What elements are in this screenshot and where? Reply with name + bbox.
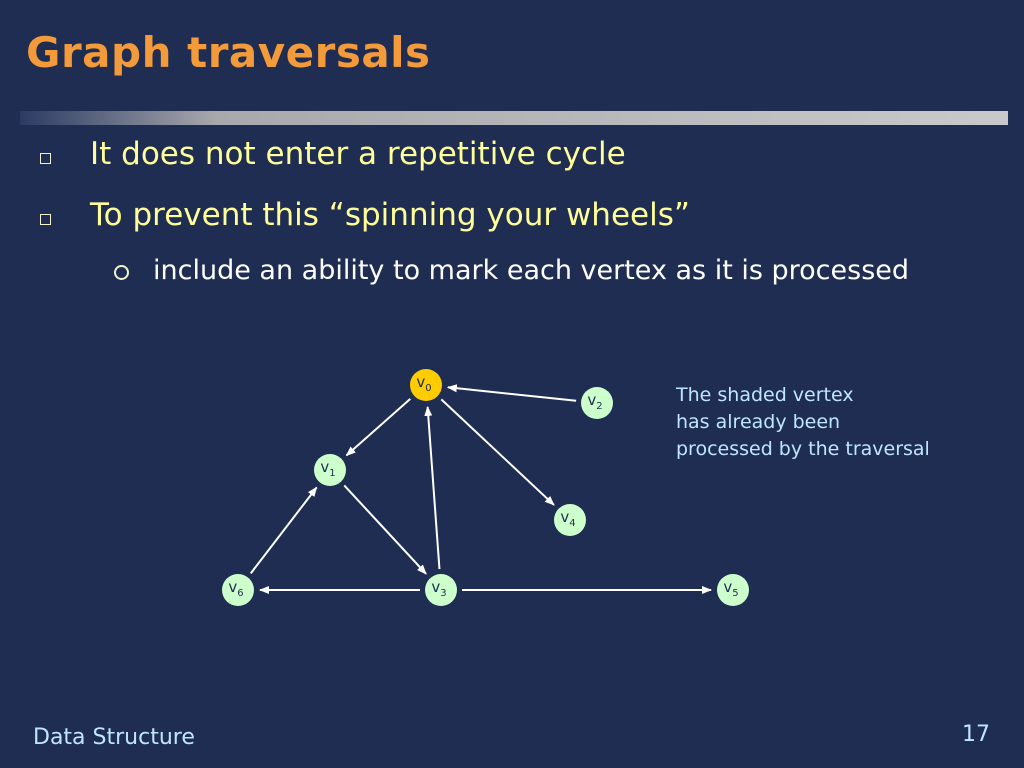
caption-line: processed by the traversal: [676, 438, 930, 460]
footer-course-name: Data Structure: [33, 725, 195, 750]
bullet-item: To prevent this “spinning your wheels”: [90, 197, 690, 233]
edge-v0-v4: [440, 398, 555, 506]
title-divider: [20, 111, 1008, 125]
vertex-v0: v0: [410, 369, 442, 401]
square-bullet-icon: [40, 214, 51, 225]
vertex-v3: v3: [425, 574, 457, 606]
edge-v6-v1: [249, 486, 318, 574]
vertex-v1: v1: [314, 454, 346, 486]
diagram-caption: The shaded vertex has already been proce…: [676, 382, 996, 463]
vertex-v4: v4: [554, 504, 586, 536]
vertex-circle: [554, 504, 586, 536]
vertex-label: v3: [431, 578, 446, 599]
bullet-item: It does not enter a repetitive cycle: [90, 136, 626, 172]
vertex-label: v6: [228, 578, 243, 599]
vertex-circle: [581, 387, 613, 419]
vertex-label: v5: [723, 578, 738, 599]
vertex-label: v2: [587, 391, 602, 412]
caption-line: The shaded vertex: [676, 384, 854, 406]
page-number: 17: [962, 722, 990, 747]
slide-title: Graph traversals: [26, 28, 431, 77]
ring-bullet-icon: [114, 265, 129, 280]
vertex-circle: [425, 574, 457, 606]
vertex-v5: v5: [717, 574, 749, 606]
vertex-label: v4: [560, 508, 575, 529]
edge-v0-v1: [345, 398, 411, 457]
vertex-circle: [717, 574, 749, 606]
sub-bullet-item: include an ability to mark each vertex a…: [153, 255, 910, 286]
edge-v1-v3: [343, 484, 427, 575]
vertex-v6: v6: [222, 574, 254, 606]
edge-group: [249, 384, 712, 594]
edge-v3-v0: [424, 405, 441, 570]
vertex-circle: [410, 369, 442, 401]
vertex-label: v1: [320, 458, 335, 479]
square-bullet-icon: [40, 153, 51, 164]
vertex-label: v0: [416, 373, 431, 394]
vertex-group: v0 v1 v2 v3 v4 v5 v6: [222, 369, 749, 606]
vertex-circle: [222, 574, 254, 606]
caption-line: has already been: [676, 411, 841, 433]
edge-v2-v0: [446, 384, 577, 402]
vertex-circle: [314, 454, 346, 486]
vertex-v2: v2: [581, 387, 613, 419]
